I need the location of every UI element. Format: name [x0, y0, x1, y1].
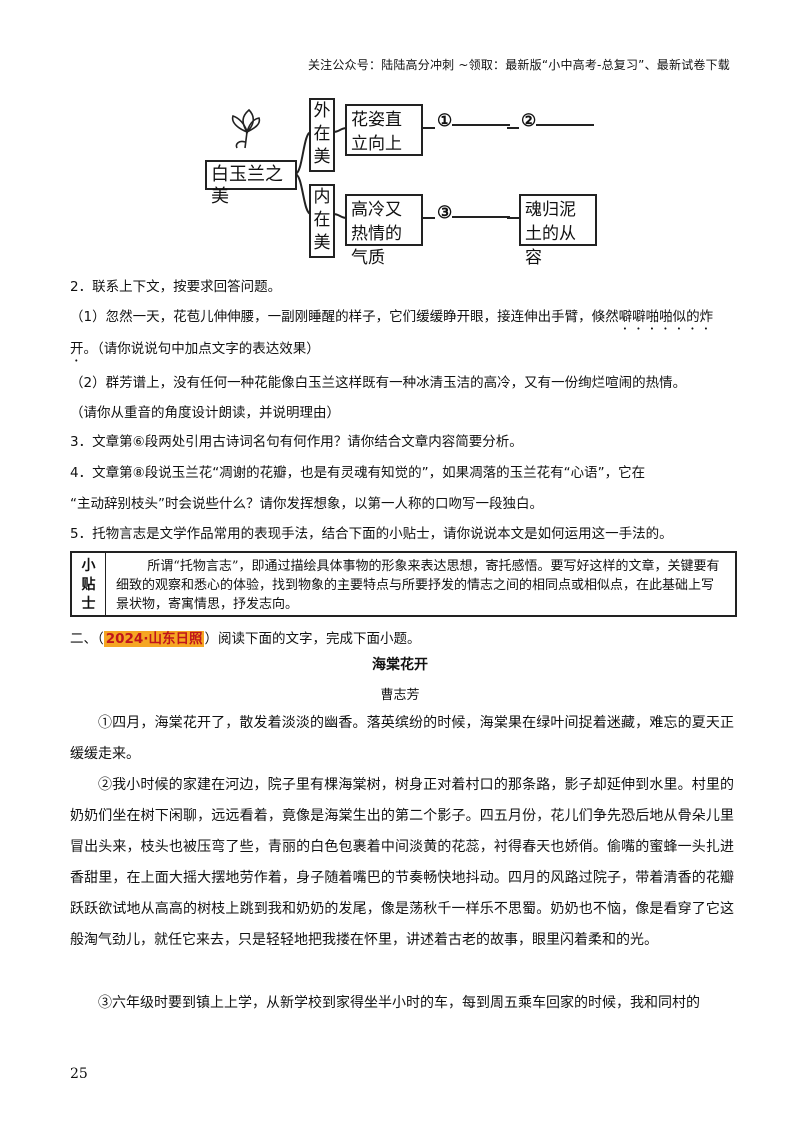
- question-2-1-line2: 开。（请你说说句中加点文字的表达效果）: [70, 339, 320, 365]
- question-5: 5．托物言志是文学作品常用的表现手法，结合下面的小贴士，请你说说本文是如何运用这…: [70, 526, 673, 542]
- blank-2-label: ②: [521, 111, 537, 131]
- question-2-1-line1: （1）忽然一天，花苞儿伸伸腰，一副刚睡醒的样子，它们缓缓睁开眼，接连伸出手臂，倏…: [70, 307, 713, 333]
- q2-1-dotted-text: 噼噼啪啪似的炸: [618, 309, 714, 325]
- magnolia-flower-icon: [231, 108, 261, 149]
- section-instruction: ）阅读下面的文字，完成下面小题。: [204, 631, 421, 647]
- tip-text: 所谓“托物言志”，即通过描绘具体事物的形象来表达思想，寄托感悟。要写好这样的文章…: [116, 559, 720, 612]
- article-paragraph-3: ③六年级时要到镇上上学，从新学校到家得坐半小时的车，每到周五乘车回家的时候，我和…: [98, 995, 700, 1011]
- tip-char-3: 士: [81, 596, 96, 612]
- inner-blank-3: ③: [437, 202, 511, 223]
- outer-first-node: 花姿直立向上: [345, 104, 423, 156]
- inner-last-node: 魂归泥土的从容: [519, 194, 597, 268]
- article-paragraph-1: ①四月，海棠花开了，散发着淡淡的幽香。落英缤纷的时候，海棠果在绿叶间捉着迷藏，难…: [70, 715, 734, 762]
- page-number: 25: [70, 1066, 88, 1082]
- outer-blank-2: ②: [521, 110, 595, 131]
- section-prefix: 二、（: [70, 631, 104, 647]
- tip-box: 小 贴 士 所谓“托物言志”，即通过描绘具体事物的形象来表达思想，寄托感悟。要写…: [70, 551, 737, 617]
- question-3: 3．文章第⑥段两处引用古诗词名句有何作用？请你结合文章内容简要分析。: [70, 434, 523, 450]
- tip-char-1: 小: [81, 558, 96, 574]
- page-header: 关注公众号：陆陆高分冲刺 ~领取：最新版“小中高考-总复习”、最新试卷下载: [307, 58, 730, 72]
- q2-1-text: （1）忽然一天，花苞儿伸伸腰，一副刚睡醒的样子，它们缓缓睁开眼，接连伸出手臂，倏…: [70, 309, 619, 325]
- q2-1-dotted-end: 开: [70, 341, 84, 357]
- outer-blank-1: ①: [437, 110, 511, 131]
- q2-1-instruction: 。（请你说说句中加点文字的表达效果）: [83, 341, 320, 357]
- tip-char-2: 贴: [81, 577, 96, 593]
- question-2-2-line1: （2）群芳谱上，没有任何一种花能像白玉兰这样既有一种冰清玉洁的高冷，又有一份绚烂…: [70, 375, 687, 391]
- article-author: 曹志芳: [380, 688, 420, 703]
- tip-label: 小 贴 士: [72, 553, 106, 615]
- inner-char-1: 内: [313, 187, 331, 207]
- inner-char-2: 在: [313, 210, 331, 230]
- inner-first-node: 高冷又热情的气质: [345, 194, 423, 268]
- root-node: 白玉兰之美: [205, 160, 297, 207]
- source-tag: 2024·山东日照: [103, 631, 205, 647]
- outer-char-1: 外: [313, 101, 331, 121]
- mindmap-diagram: 白玉兰之美 外 在 美 内 在 美 花姿直立向上 ① ② 高冷又热情的气质 ③ …: [195, 92, 605, 268]
- inner-char-3: 美: [313, 233, 331, 253]
- question-4-line1: 4．文章第⑧段说玉兰花“凋谢的花瓣，也是有灵魂有知觉的”，如果凋落的玉兰花有“心…: [70, 465, 646, 481]
- section-heading: 二、（2024·山东日照）阅读下面的文字，完成下面小题。: [70, 627, 420, 647]
- outer-char-3: 美: [313, 147, 331, 167]
- blank-3-label: ③: [437, 203, 453, 223]
- question-4-line2: “主动辞别枝头”时会说些什么？请你发挥想象，以第一人称的口吻写一段独白。: [70, 496, 543, 512]
- blank-1-label: ①: [437, 111, 453, 131]
- inner-beauty-node: 内 在 美: [309, 184, 335, 258]
- outer-beauty-node: 外 在 美: [309, 98, 335, 172]
- question-2-2-line2: （请你从重音的角度设计朗读，并说明理由）: [70, 405, 340, 421]
- outer-char-2: 在: [313, 124, 331, 144]
- article-paragraph-2: ②我小时候的家建在河边，院子里有棵海棠树，树身正对着村口的那条路，影子却延伸到水…: [70, 777, 734, 948]
- question-2: 2．联系上下文，按要求回答问题。: [70, 279, 282, 295]
- article-title: 海棠花开: [372, 657, 428, 673]
